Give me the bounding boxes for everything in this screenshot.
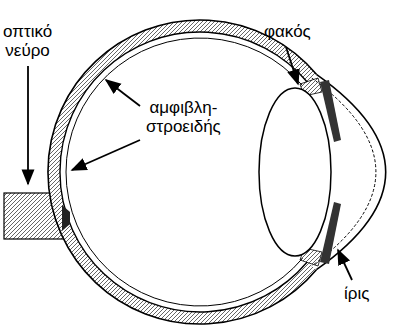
leader-arrow [27, 66, 29, 184]
part-label: οπτικό νεύρο [3, 22, 52, 60]
leader-arrow [106, 80, 140, 106]
leader-arrow [72, 140, 140, 170]
part-label: αμφιβλη- στροειδής [146, 98, 221, 136]
optic-disc [62, 205, 70, 231]
eyeball [48, 20, 386, 324]
leader-arrow [286, 47, 298, 84]
part-label: ίρις [344, 284, 369, 303]
iris [320, 202, 341, 264]
lens [259, 88, 331, 256]
leader-arrow [338, 250, 352, 280]
iris [320, 80, 341, 142]
part-label: φακός [264, 22, 311, 41]
